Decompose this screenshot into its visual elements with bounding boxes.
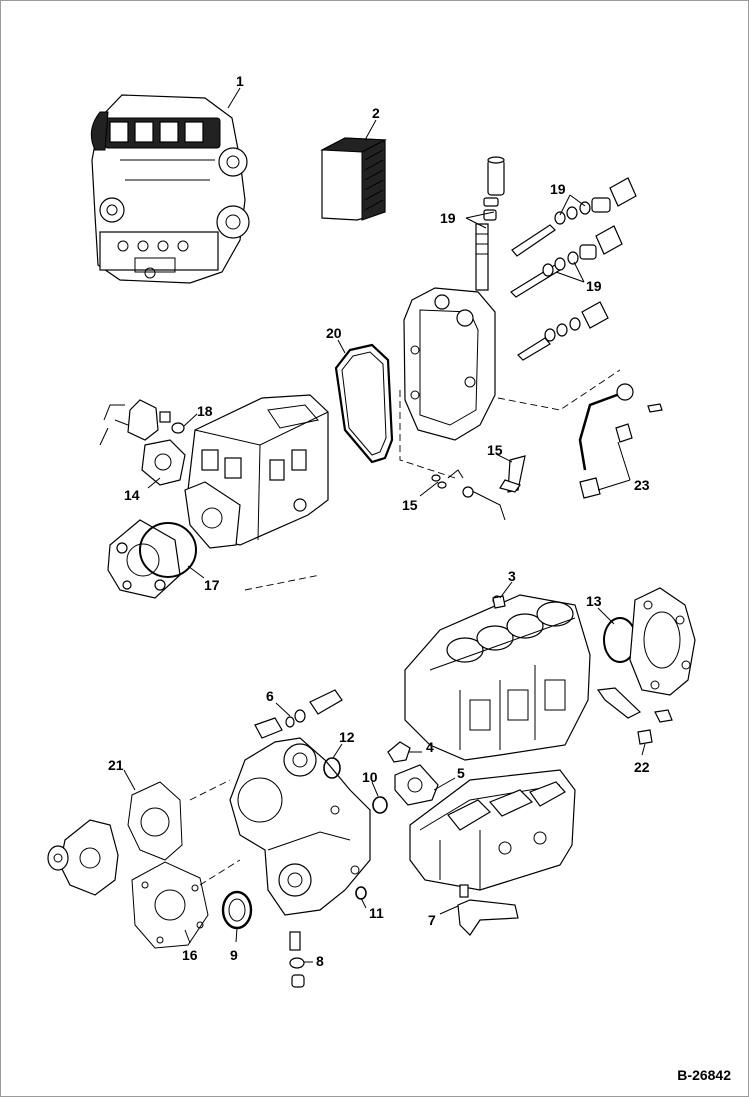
callout-23: 23 xyxy=(634,477,650,493)
callout-9: 9 xyxy=(230,947,238,963)
callout-13: 13 xyxy=(586,593,602,609)
fuel-lift-pump xyxy=(99,399,186,486)
injector-parts xyxy=(475,156,637,361)
filter-element xyxy=(320,137,387,221)
gasket-16 xyxy=(131,861,209,949)
callout-7: 7 xyxy=(428,912,436,928)
water-pump xyxy=(47,819,119,896)
flange-and-oring xyxy=(107,519,197,599)
callout-10: 10 xyxy=(362,769,378,785)
callout-12: 12 xyxy=(339,729,355,745)
callout-21: 21 xyxy=(108,757,124,773)
callout-4: 4 xyxy=(426,739,434,755)
callout-19: 19 xyxy=(550,181,566,197)
oil-pipe-23 xyxy=(578,383,663,499)
seal-9 xyxy=(221,890,253,930)
callout-18: 18 xyxy=(197,403,213,419)
callout-2: 2 xyxy=(372,105,380,121)
callout-5: 5 xyxy=(457,765,465,781)
cylinder-block xyxy=(404,594,591,761)
pump-housing xyxy=(403,287,496,441)
alignment-lines xyxy=(189,369,621,886)
governor-housing xyxy=(184,394,329,549)
callout-6: 6 xyxy=(266,688,274,704)
gear-case xyxy=(229,737,371,916)
o-rings xyxy=(323,757,388,900)
oil-strainer xyxy=(457,884,519,936)
plug-3 xyxy=(492,595,506,609)
callout-11: 11 xyxy=(369,905,384,921)
callout-3: 3 xyxy=(508,568,516,584)
callout-19: 19 xyxy=(586,278,602,294)
crankcase xyxy=(409,769,576,891)
plug-8 xyxy=(289,931,305,988)
callout-1: 1 xyxy=(236,73,244,89)
bolt-18 xyxy=(159,411,185,434)
filter-base xyxy=(387,741,439,806)
rear-plate xyxy=(603,587,696,696)
callout-17: 17 xyxy=(204,577,220,593)
callout-19: 19 xyxy=(440,210,456,226)
bracket-22 xyxy=(596,687,673,745)
sleeve-6 xyxy=(254,689,343,739)
callout-14: 14 xyxy=(124,487,140,503)
engine-assembly xyxy=(90,94,250,284)
governor-linkage xyxy=(431,455,526,521)
callout-15: 15 xyxy=(402,497,418,513)
callout-labels: 1 2 19 19 19 20 18 14 17 15 15 23 3 13 2… xyxy=(108,73,650,969)
gasket-21 xyxy=(127,781,183,861)
document-number: B-26842 xyxy=(677,1067,731,1083)
callout-15: 15 xyxy=(487,442,503,458)
gasket-20 xyxy=(334,343,394,464)
leader-lines xyxy=(123,87,646,963)
callout-20: 20 xyxy=(326,325,342,341)
callout-8: 8 xyxy=(316,953,324,969)
callout-22: 22 xyxy=(634,759,650,775)
callout-16: 16 xyxy=(182,947,198,963)
